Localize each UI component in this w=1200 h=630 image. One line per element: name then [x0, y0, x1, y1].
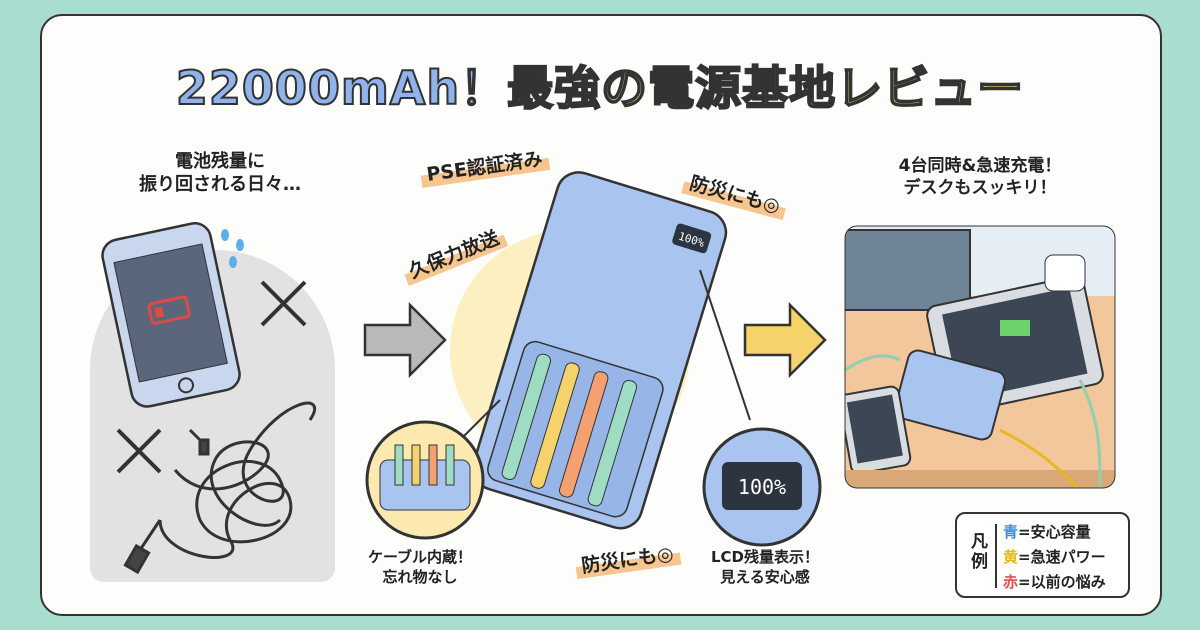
desk-scene	[845, 226, 1115, 488]
cable-zoom-circle	[365, 399, 501, 540]
lcd-zoom-circle: 100%	[699, 269, 822, 547]
legend-row-red: 赤=以前の悩み	[1003, 573, 1106, 591]
arrow-right-icon	[743, 301, 827, 379]
page-title: 22000mAh！最強の電源基地レビュー	[175, 60, 1025, 116]
x-mark-icon	[116, 280, 307, 474]
earbuds-case-icon	[1044, 254, 1086, 292]
phone-low-battery-icon	[101, 222, 241, 408]
cable-caption: ケーブル内蔵！ 忘れ物なし	[367, 548, 473, 586]
zoom-lcd-display: 100%	[738, 475, 786, 499]
legend-row-yellow: 黄=急速パワー	[1003, 548, 1106, 566]
monitor-icon	[845, 229, 971, 311]
power-bank-small-icon	[893, 349, 1007, 441]
arrow-right-icon	[363, 301, 447, 379]
legend-row-blue: 青=安心容量	[1003, 523, 1091, 541]
tangled-cable-icon	[123, 401, 317, 575]
sweat-drops-icon	[221, 229, 244, 268]
legend: 凡例 青=安心容量 黄=急速パワー 赤=以前の悩み	[955, 512, 1130, 598]
power-bank-illustration: 100%	[471, 171, 728, 530]
legend-heading: 凡例	[971, 532, 988, 573]
left-caption: 電池残量に 振り回される日々…	[139, 151, 301, 196]
legend-divider	[995, 524, 997, 588]
lcd-caption: LCD残量表示！ 見える安心感	[710, 548, 820, 586]
right-caption: 4台同時&急速充電！ デスクもスッキリ！	[898, 156, 1062, 199]
